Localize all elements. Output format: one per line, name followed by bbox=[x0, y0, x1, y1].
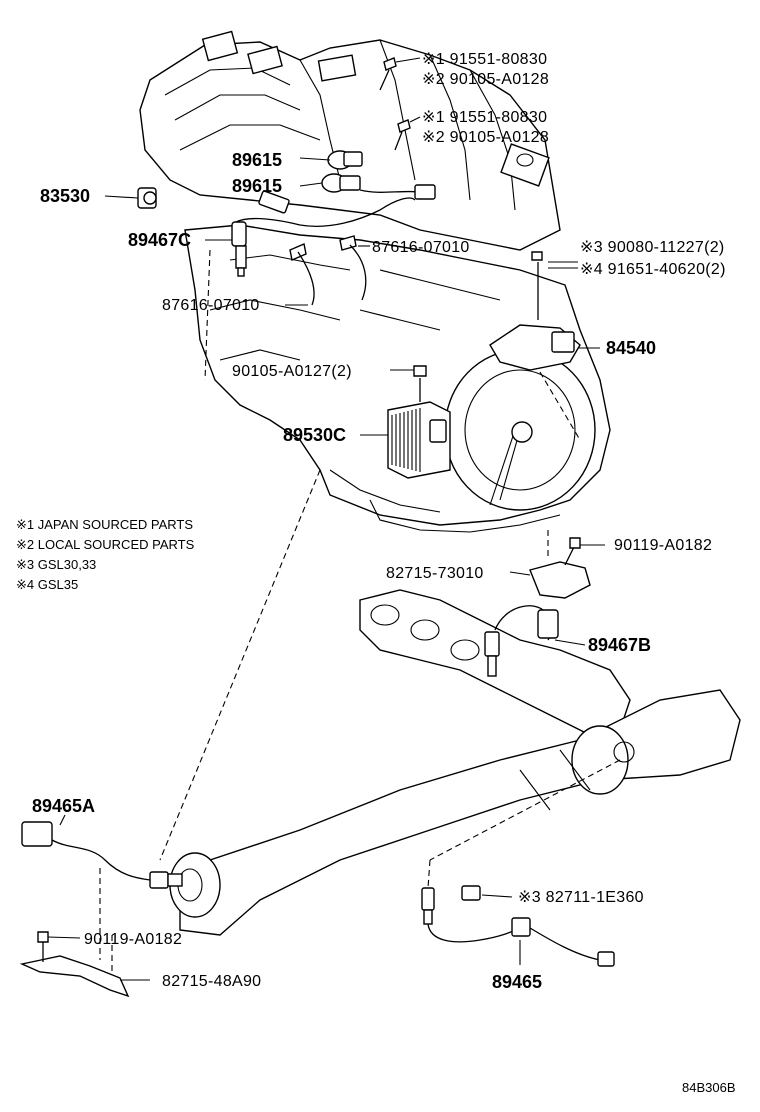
dashed-reference-lines bbox=[99, 249, 621, 975]
wire-clamps-87616 bbox=[289, 235, 367, 306]
label-91551-80830-mid: ※1 91551-80830 bbox=[422, 109, 547, 126]
drawing-code: 84B306B bbox=[682, 1080, 736, 1095]
leader-lines bbox=[47, 57, 605, 981]
label-90119-a0182-right: 90119-A0182 bbox=[614, 537, 712, 554]
label-89465: 89465 bbox=[492, 972, 542, 992]
oxygen-sensor-89465A bbox=[21, 821, 183, 889]
exhaust-pipe bbox=[169, 689, 741, 936]
label-90105-a0127: 90105-A0127(2) bbox=[232, 363, 352, 380]
knock-sensor-89615 bbox=[321, 150, 436, 200]
label-89465a: 89465A bbox=[32, 796, 95, 816]
part-bolts-top bbox=[379, 57, 411, 151]
label-82715-48a90: 82715-48A90 bbox=[162, 973, 261, 990]
note-2: ※2 LOCAL SOURCED PARTS bbox=[16, 537, 195, 552]
note-3: ※3 GSL30,33 bbox=[16, 557, 96, 572]
label-89615-a: 89615 bbox=[232, 150, 282, 170]
label-91551-80830-top: ※1 91551-80830 bbox=[422, 51, 547, 68]
part-number-labels: ※1 91551-80830 ※2 90105-A0128 ※1 91551-8… bbox=[32, 51, 726, 992]
label-89615-b: 89615 bbox=[232, 176, 282, 196]
label-90080-11227: ※3 90080-11227(2) bbox=[580, 239, 725, 256]
oxygen-sensor-89467C bbox=[231, 190, 416, 277]
label-83530: 83530 bbox=[40, 186, 90, 206]
label-89467c: 89467C bbox=[128, 230, 191, 250]
label-82711-1e360: ※3 82711-1E360 bbox=[518, 889, 644, 906]
engine-assembly-illustration bbox=[139, 30, 611, 533]
ecu-89530C bbox=[387, 365, 451, 479]
note-4: ※4 GSL35 bbox=[16, 577, 78, 592]
label-87616-07010-b: 87616-07010 bbox=[162, 297, 260, 314]
bracket-82715-73010 bbox=[529, 537, 591, 599]
bracket-82715-48A90 bbox=[19, 931, 130, 998]
label-90105-a0128-mid: ※2 90105-A0128 bbox=[422, 129, 549, 146]
label-90119-a0182-left: 90119-A0182 bbox=[84, 931, 182, 948]
oil-pressure-switch-83530 bbox=[137, 187, 157, 209]
label-89467b: 89467B bbox=[588, 635, 651, 655]
label-82715-73010: 82715-73010 bbox=[386, 565, 484, 582]
note-1: ※1 JAPAN SOURCED PARTS bbox=[16, 517, 193, 532]
label-87616-07010-a: 87616-07010 bbox=[372, 239, 470, 256]
oxygen-sensor-89467B bbox=[484, 605, 559, 677]
label-84540: 84540 bbox=[606, 338, 656, 358]
neutral-start-switch-84540 bbox=[489, 251, 581, 371]
label-89530c: 89530C bbox=[283, 425, 346, 445]
label-90105-a0128-top: ※2 90105-A0128 bbox=[422, 71, 549, 88]
notes-legend: ※1 JAPAN SOURCED PARTS ※2 LOCAL SOURCED … bbox=[16, 517, 195, 592]
oxygen-sensor-89465 bbox=[421, 885, 615, 967]
label-91651-40620: ※4 91651-40620(2) bbox=[580, 261, 726, 278]
